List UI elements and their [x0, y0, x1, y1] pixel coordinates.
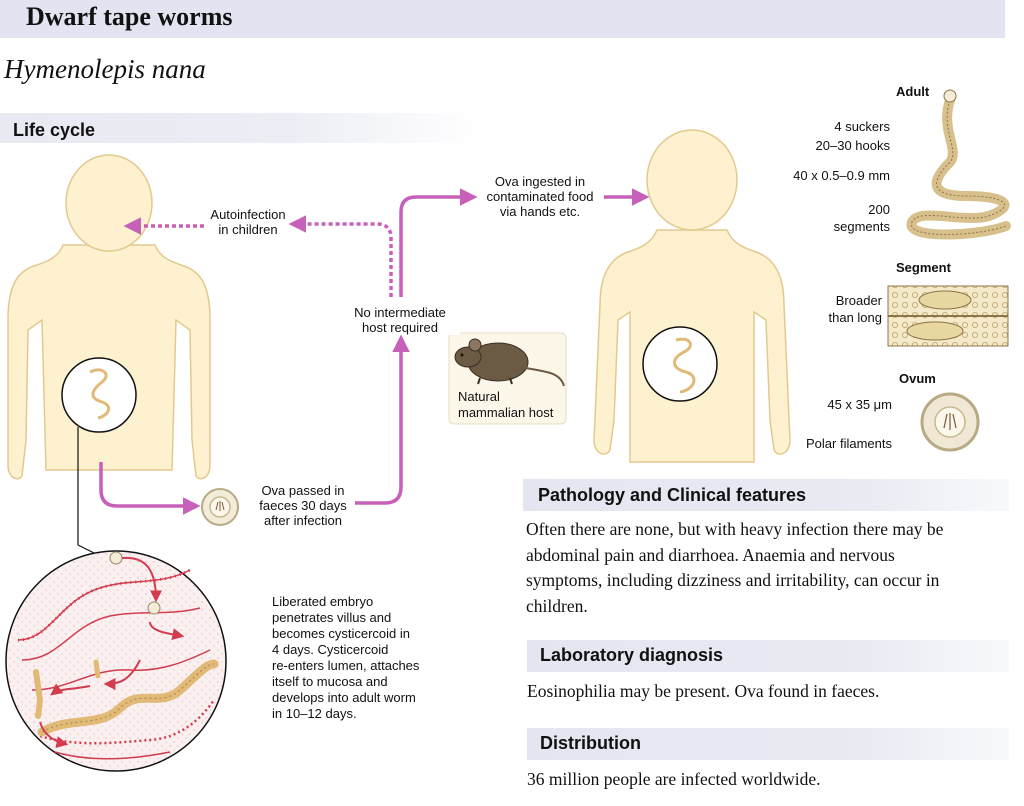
arrow-to-ovum [99, 462, 201, 515]
adult-worm-illustration [906, 89, 1011, 240]
pathology-heading: Pathology and Clinical features [538, 485, 807, 505]
title-band [0, 0, 1005, 38]
magnified-intestine [5, 550, 227, 772]
ovum-filaments: Polar filaments [806, 436, 892, 451]
small-worm-icon [89, 368, 111, 420]
diagnosis-band [527, 640, 1009, 672]
life-cycle-heading: Life cycle [13, 120, 96, 140]
adult-hooks: 20–30 hooks [815, 138, 890, 153]
pathology-band [523, 479, 1009, 511]
adult-size: 40 x 0.5–0.9 mm [793, 168, 890, 183]
segment-illustration [887, 285, 1009, 347]
segment-heading: Segment [896, 260, 951, 275]
pathology-text: Often there are none, but with heavy inf… [526, 519, 944, 616]
ovum-size: 45 x 35 μm [827, 397, 892, 412]
right-intestine-circle [642, 326, 718, 402]
diagnosis-text: Eosinophilia may be present. Ova found i… [527, 681, 880, 701]
diagnosis-heading: Laboratory diagnosis [540, 645, 724, 665]
distribution-heading: Distribution [540, 733, 641, 753]
arrow-up [355, 334, 410, 505]
mouse-icon [454, 338, 565, 387]
arrow-autoinfection [288, 215, 393, 297]
small-worm-icon [673, 337, 696, 394]
ovum-illustration [920, 392, 980, 452]
adult-suckers: 4 suckers [834, 119, 890, 134]
life-cycle-band [0, 113, 484, 143]
adult-heading: Adult [896, 84, 930, 99]
distribution-band [527, 728, 1009, 760]
ovum-heading: Ovum [899, 371, 936, 386]
arrow-ingested [399, 188, 478, 297]
distribution-text: 36 million people are infected worldwide… [527, 769, 821, 789]
left-intestine-circle [61, 357, 137, 433]
page-title: Dwarf tape worms [26, 2, 233, 31]
ovum-small-icon [201, 488, 239, 526]
species-name: Hymenolepis nana [4, 54, 206, 84]
